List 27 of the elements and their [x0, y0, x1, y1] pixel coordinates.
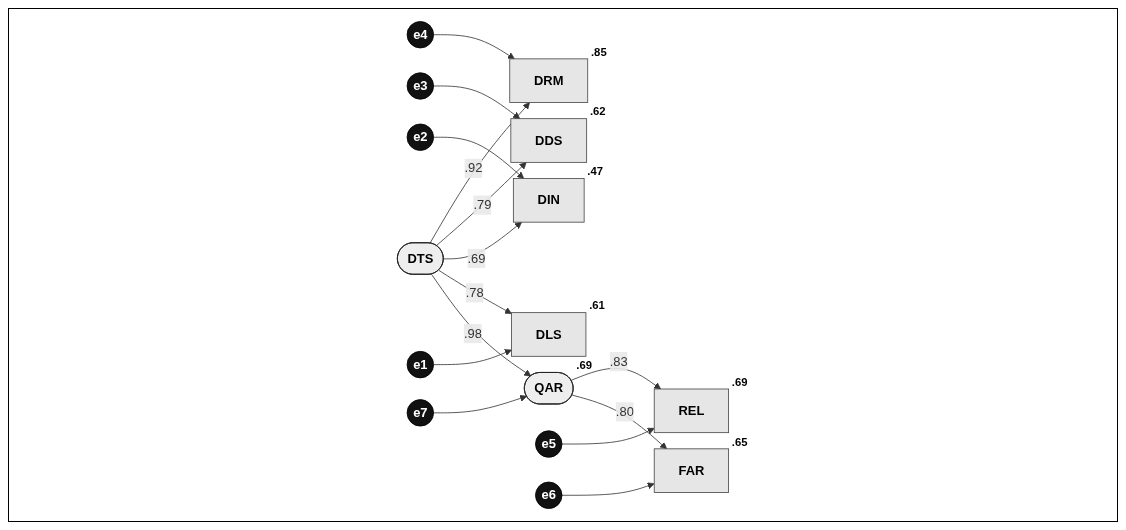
node-box: REL	[653, 388, 729, 434]
node-box: DLS	[511, 312, 587, 357]
edge-label: .78	[465, 285, 484, 300]
node-circle: e6	[535, 481, 563, 509]
edge-label: .80	[615, 404, 634, 419]
node-circle: e7	[406, 399, 434, 427]
node-circle: e2	[406, 123, 434, 151]
edge-label: .92	[464, 161, 483, 175]
edge-label: .98	[463, 326, 482, 341]
node-label: .69	[576, 359, 593, 372]
node-label: .69	[731, 375, 748, 388]
node-box: FAR	[653, 448, 729, 493]
node-circle: e5	[535, 430, 563, 458]
node-box: DIN	[512, 178, 585, 223]
node-box: DDS	[510, 118, 588, 163]
node-circle: e1	[406, 350, 434, 379]
node-circle: e4	[406, 21, 434, 49]
node-label: .85	[590, 45, 607, 58]
node-label: .65	[731, 435, 748, 448]
edge-label: .79	[473, 197, 492, 212]
node-label: .62	[589, 105, 606, 118]
node-circle: e3	[406, 72, 434, 100]
node-label: .61	[589, 299, 605, 312]
edge-label: .83	[609, 354, 628, 369]
edge-label: .69	[467, 251, 486, 265]
node-box: DRM	[509, 58, 589, 103]
node-label: .47	[587, 165, 604, 178]
